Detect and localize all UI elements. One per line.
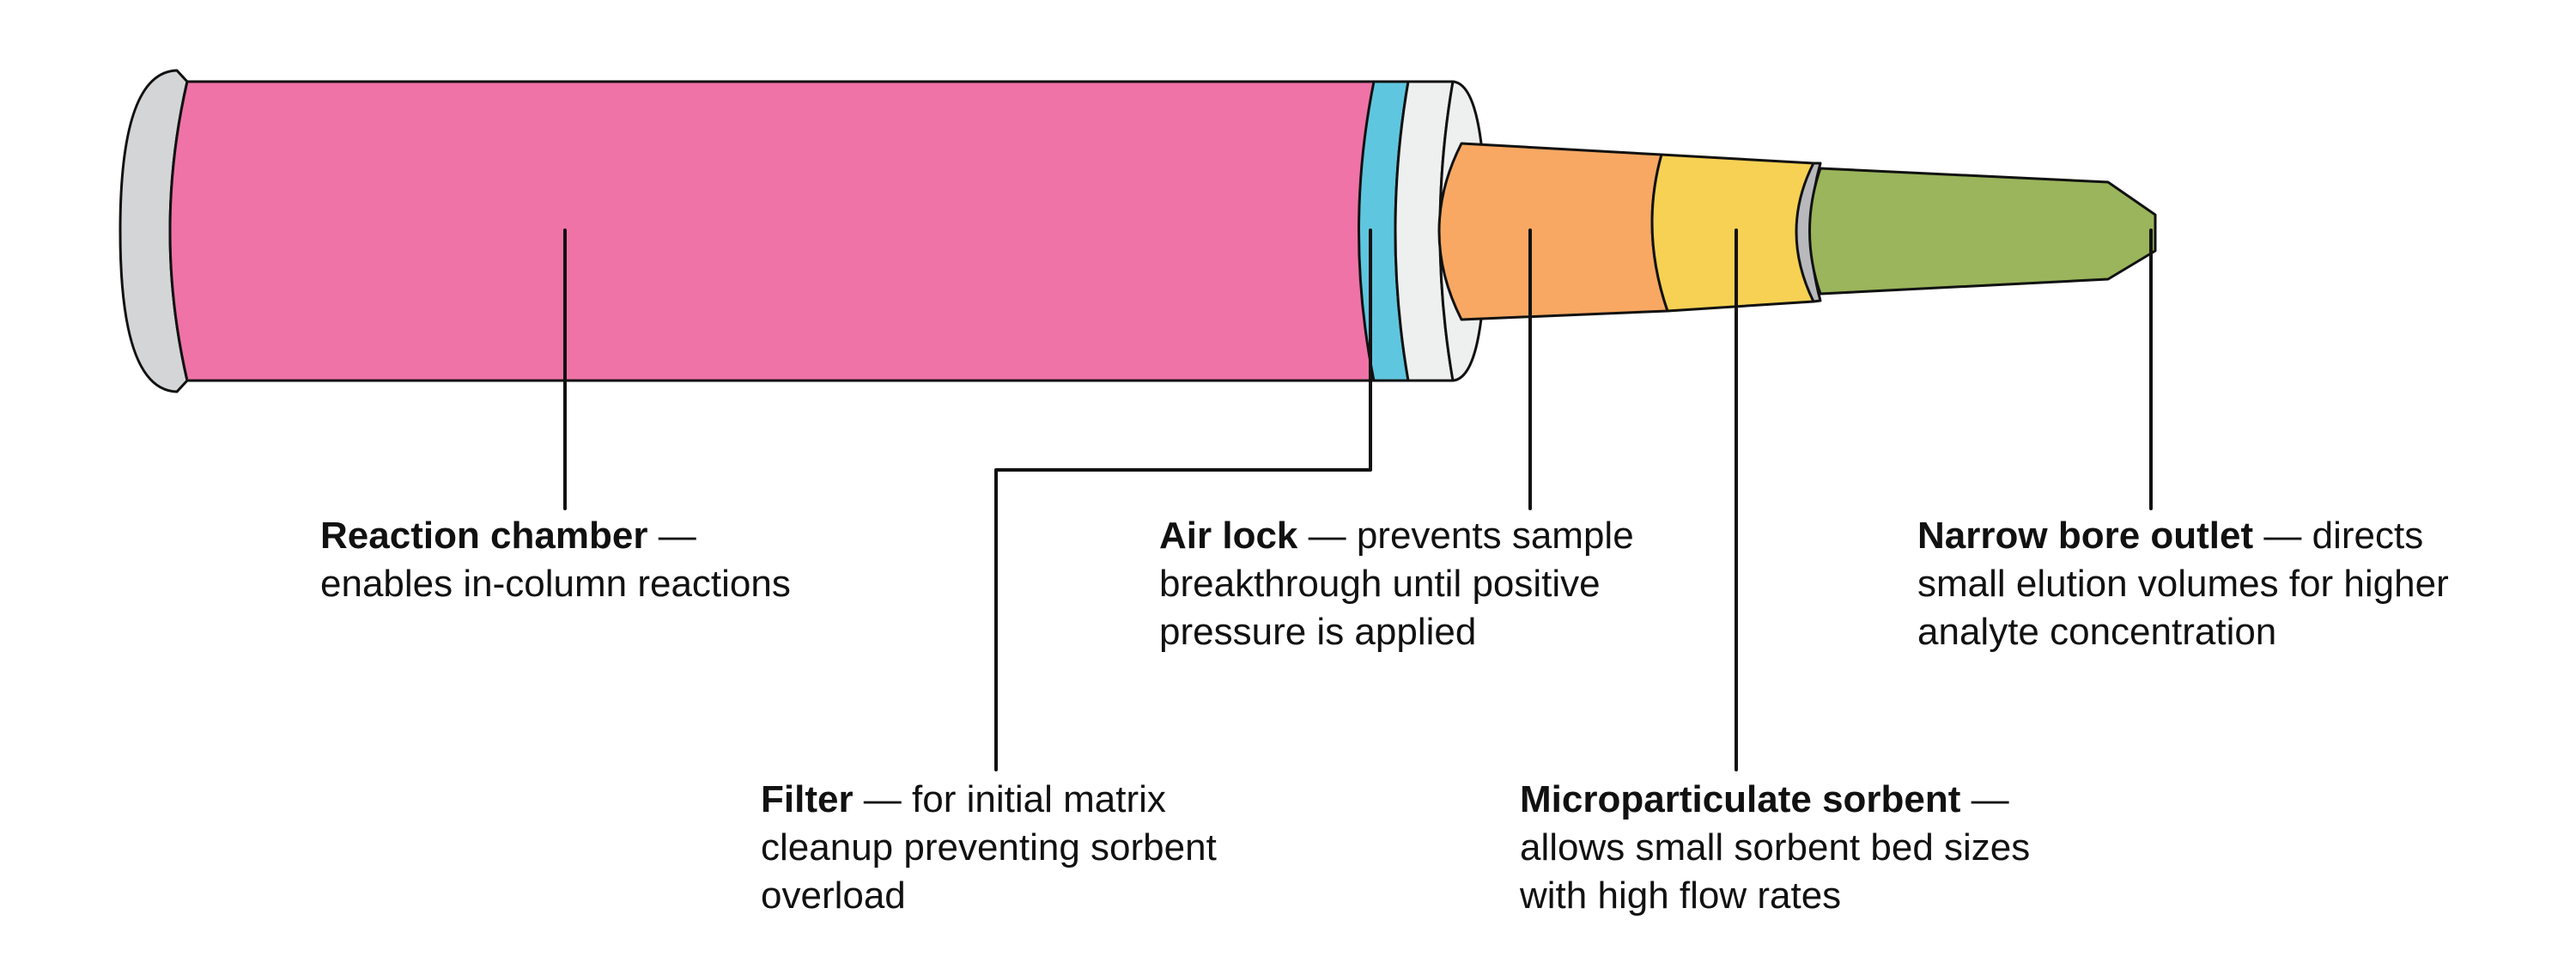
callout-text: pressure is applied <box>1159 611 1477 653</box>
callout-text: overload <box>761 875 906 917</box>
callout-title: Filter <box>761 778 854 820</box>
callout-reaction-chamber: Reaction chamber — enables in-column rea… <box>320 512 791 608</box>
narrow-bore-outlet <box>1808 167 2157 296</box>
callout-title: Narrow bore outlet <box>1917 515 2254 557</box>
reaction-chamber <box>168 80 1376 382</box>
microparticulate-sorbent <box>1650 153 1815 313</box>
leader-line-filter <box>994 229 1372 771</box>
callout-text: enables in-column reactions <box>320 563 791 605</box>
callout-reaction-chamber-line1: Reaction chamber — <box>320 512 791 560</box>
callout-filter-line1: Filter — for initial matrix <box>761 776 1217 824</box>
callout-title: Microparticulate sorbent <box>1520 778 1961 820</box>
callout-text: analyte concentration <box>1917 611 2277 653</box>
callout-text: small elution volumes for higher <box>1917 563 2449 605</box>
callout-text: — <box>647 515 696 557</box>
callout-sorbent: Microparticulate sorbent — allows small … <box>1520 776 2030 920</box>
callout-text: — <box>1960 778 2009 820</box>
callout-text: allows small sorbent bed sizes <box>1520 826 2031 869</box>
callout-air-lock: Air lock — prevents sample breakthrough … <box>1159 512 1634 656</box>
air-lock <box>1437 142 1669 321</box>
callout-text: — directs <box>2253 515 2424 557</box>
callout-air-lock-line1: Air lock — prevents sample <box>1159 512 1634 560</box>
callout-text: breakthrough until positive <box>1159 563 1601 605</box>
callout-sorbent-line1: Microparticulate sorbent — <box>1520 776 2030 824</box>
callout-text: — prevents sample <box>1297 515 1634 557</box>
callout-outlet-line1: Narrow bore outlet — directs <box>1917 512 2449 560</box>
callout-text: cleanup preventing sorbent <box>761 826 1217 869</box>
callout-title: Air lock <box>1159 515 1298 557</box>
callout-text: with high flow rates <box>1520 875 1842 917</box>
callout-filter: Filter — for initial matrix cleanup prev… <box>761 776 1217 920</box>
callout-outlet: Narrow bore outlet — directs small eluti… <box>1917 512 2449 656</box>
callout-title: Reaction chamber <box>320 515 648 557</box>
callout-text: — for initial matrix <box>853 778 1166 820</box>
